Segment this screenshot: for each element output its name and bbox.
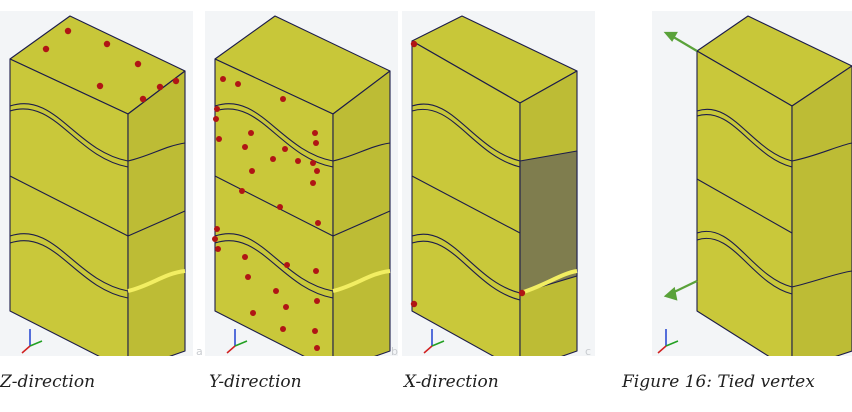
x-direction-model-view (410, 15, 578, 356)
solid-body (411, 15, 578, 356)
panel-z-direction (0, 11, 193, 356)
front-face (411, 40, 521, 356)
load-marker (235, 81, 241, 87)
load-marker (277, 204, 283, 210)
load-marker (295, 158, 301, 164)
load-marker (216, 136, 222, 142)
highlighted-face (519, 150, 578, 294)
load-marker (273, 288, 279, 294)
wave-2 (9, 233, 129, 292)
solid-body (9, 15, 186, 356)
axis-triad (423, 329, 445, 354)
z-load-markers (42, 27, 180, 103)
solid-body (214, 15, 391, 356)
load-marker (313, 268, 319, 274)
wave-1b (9, 108, 129, 168)
load-marker (250, 310, 256, 316)
load-marker (242, 254, 248, 260)
load-marker (282, 146, 288, 152)
load-marker (215, 246, 221, 252)
load-marker (314, 298, 320, 304)
panel-tied-vertex (652, 11, 852, 356)
y-load-markers (212, 76, 321, 351)
side-face (127, 70, 186, 356)
panel-x-direction (402, 11, 595, 356)
load-marker (315, 220, 321, 226)
load-marker (156, 83, 164, 91)
front-face (696, 50, 793, 356)
load-marker (103, 40, 111, 48)
panel-tag: c (585, 345, 592, 358)
caption-tied-vertex: Figure 16: Tied vertex (622, 372, 815, 392)
load-marker (280, 326, 286, 332)
load-marker (220, 76, 226, 82)
load-marker (64, 27, 72, 35)
load-marker (270, 156, 276, 162)
load-marker (314, 168, 320, 174)
load-marker (139, 95, 147, 103)
load-marker (284, 262, 290, 268)
load-marker (410, 300, 418, 308)
side-face (791, 65, 852, 356)
z-direction-model-view (9, 15, 186, 356)
load-marker (280, 96, 286, 102)
load-marker (410, 40, 418, 48)
y-direction-model-view (212, 15, 391, 356)
load-marker (134, 60, 142, 68)
tied-vertex-arrows (663, 31, 698, 301)
load-marker (310, 160, 316, 166)
load-marker (248, 130, 254, 136)
load-marker (313, 140, 319, 146)
caption-x-direction: X-direction (404, 372, 499, 392)
axis-triad (657, 329, 679, 354)
load-marker (314, 345, 320, 351)
axis-triad (21, 329, 43, 354)
load-marker (239, 188, 245, 194)
wave-1 (9, 103, 129, 162)
load-marker (312, 328, 318, 334)
load-marker (213, 116, 219, 122)
front-face (9, 58, 129, 356)
caption-z-direction: Z-direction (0, 372, 96, 392)
tied-vertex-model-view (657, 15, 852, 356)
arrow-head-icon (663, 31, 678, 42)
load-marker (96, 82, 104, 90)
load-marker (42, 45, 50, 53)
load-marker (212, 236, 218, 242)
x-load-markers (410, 40, 526, 308)
load-marker (518, 289, 526, 297)
panel-tag: b (391, 345, 398, 358)
caption-y-direction: Y-direction (209, 372, 302, 392)
load-marker (249, 168, 255, 174)
load-marker (172, 77, 180, 85)
side-face (332, 70, 391, 356)
load-marker (242, 144, 248, 150)
load-marker (312, 130, 318, 136)
wave-2b (9, 240, 129, 299)
load-marker (283, 304, 289, 310)
load-marker (214, 226, 220, 232)
load-marker (245, 274, 251, 280)
axis-triad (226, 329, 248, 354)
solid-body (696, 15, 852, 356)
load-marker (214, 106, 220, 112)
panel-tag: a (196, 345, 203, 358)
panel-y-direction (205, 11, 398, 356)
load-marker (310, 180, 316, 186)
arrow-head-icon (663, 286, 678, 301)
